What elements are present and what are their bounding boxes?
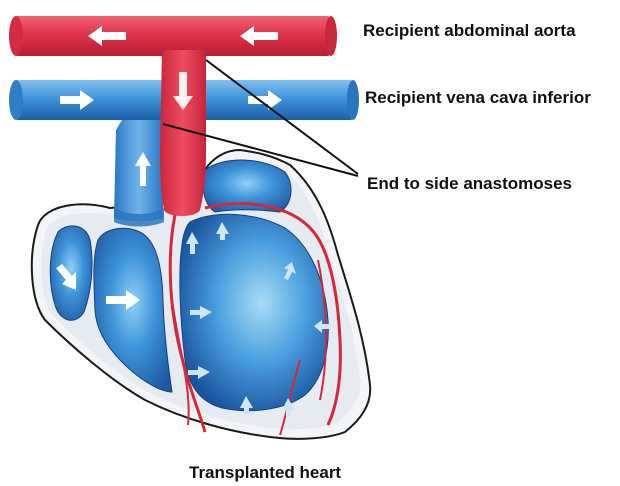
heart-chamber-left-small bbox=[50, 226, 92, 320]
vena-cava-end-right bbox=[347, 80, 359, 120]
vena-cava-end-left bbox=[9, 80, 23, 120]
label-recipient-vena-cava: Recipient vena cava inferior bbox=[365, 89, 591, 106]
donor-vein-stub bbox=[114, 120, 163, 221]
aorta-end-right bbox=[325, 16, 337, 56]
aorta-end-left bbox=[9, 16, 23, 56]
label-anastomoses: End to side anastomoses bbox=[367, 175, 572, 192]
label-transplanted-heart: Transplanted heart bbox=[189, 464, 341, 481]
label-recipient-aorta: Recipient abdominal aorta bbox=[363, 22, 576, 39]
